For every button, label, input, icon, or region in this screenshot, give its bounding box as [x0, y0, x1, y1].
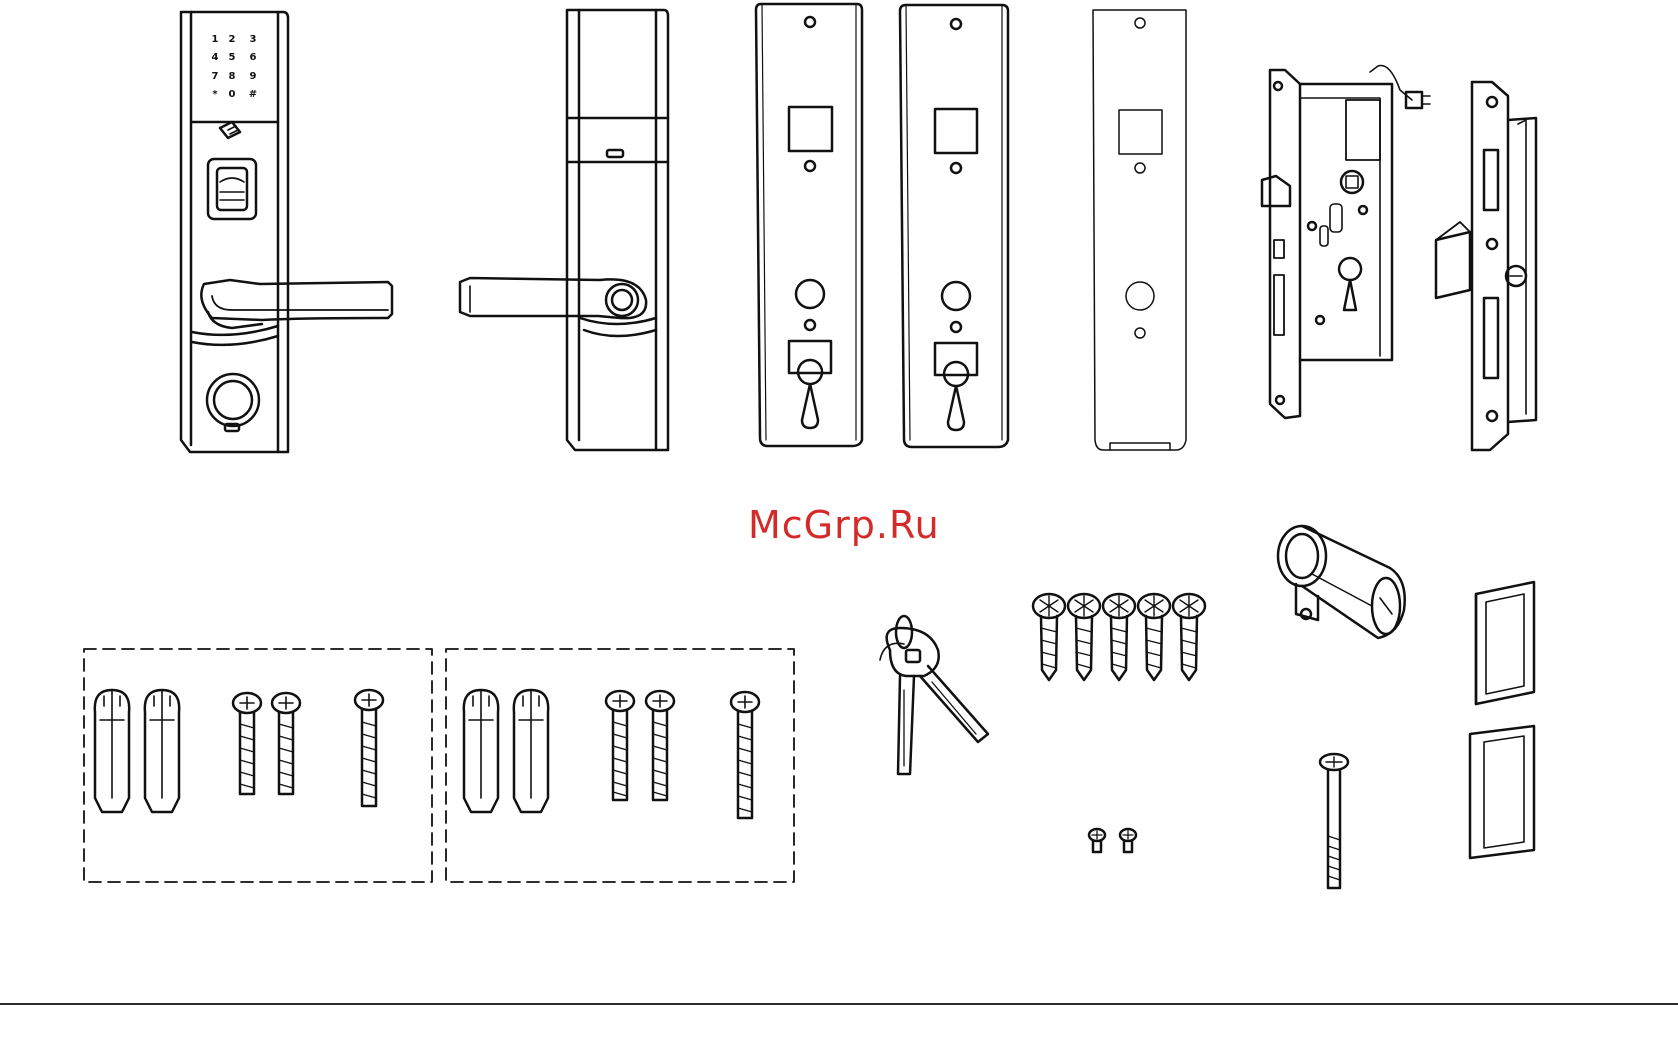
rear-battery-indicator [607, 150, 623, 157]
wood-screw [1103, 594, 1135, 680]
strike-box-small [1476, 582, 1534, 704]
mechanical-keys [880, 616, 988, 774]
mounting-plate-2 [900, 5, 1008, 447]
small-screw [1120, 829, 1136, 852]
machine-screw [606, 691, 634, 800]
strike-box-large [1470, 726, 1534, 858]
wood-screw [1173, 594, 1205, 680]
machine-screw [233, 693, 261, 794]
wall-anchor [514, 690, 548, 812]
long-mounting-bolt [1320, 754, 1348, 888]
long-machine-screw [731, 692, 759, 818]
wood-screw [1068, 594, 1100, 680]
wood-screw [1138, 594, 1170, 680]
rear-lever-handle [460, 278, 646, 318]
screw-kit-box-1 [84, 649, 432, 882]
half-euro-cylinder [1278, 526, 1405, 638]
small-screw [1089, 829, 1105, 852]
long-machine-screw [355, 690, 383, 806]
mounting-plate-1 [756, 4, 862, 446]
machine-screw [646, 691, 674, 800]
wood-screw-set [1033, 594, 1205, 680]
wall-anchor [95, 690, 129, 812]
lock-wire-connector [1406, 92, 1422, 108]
key-8[interactable]: 8 [221, 71, 243, 82]
watermark-text: McGrp.Ru [748, 503, 940, 547]
small-screw-pair [1089, 829, 1136, 852]
strike-plate [1436, 82, 1536, 450]
wall-anchor [145, 690, 179, 812]
mortise-lock-body [1262, 66, 1430, 419]
wood-screw [1033, 594, 1065, 680]
strike-box [1436, 232, 1470, 298]
screw-kit-box-2 [446, 649, 794, 882]
rubber-gasket-plate [1093, 10, 1186, 450]
fingerprint-sensor-icon [208, 159, 256, 219]
key-hash[interactable]: # [242, 89, 264, 100]
key-9[interactable]: 9 [242, 71, 264, 82]
key-2[interactable]: 2 [221, 34, 243, 45]
key-5[interactable]: 5 [221, 52, 243, 63]
front-emergency-port [225, 424, 239, 431]
key-0[interactable]: 0 [221, 89, 243, 100]
machine-screw [272, 693, 300, 794]
key-6[interactable]: 6 [242, 52, 264, 63]
rear-handle-assembly [460, 10, 668, 450]
front-lever-handle [201, 280, 392, 328]
front-key-cylinder [207, 374, 259, 426]
wall-anchor [464, 690, 498, 812]
key-3[interactable]: 3 [242, 34, 264, 45]
rfid-card-icon [220, 122, 240, 138]
latch-bolt [1262, 176, 1290, 206]
